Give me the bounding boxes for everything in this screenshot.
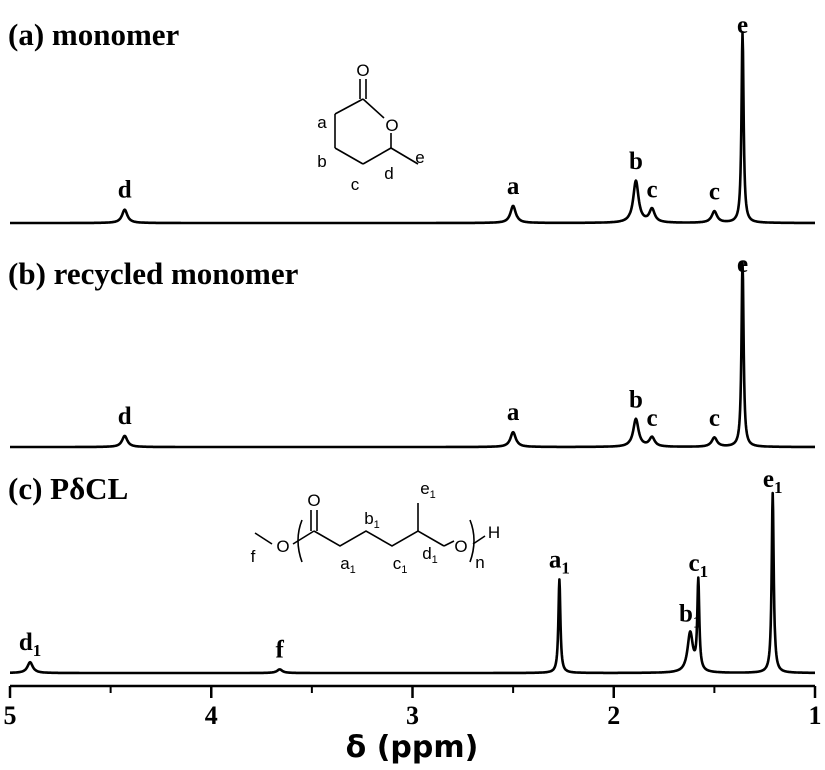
- methyl-bond: [390, 147, 419, 165]
- backbone-chain: [313, 530, 445, 547]
- monomer-label-a: a: [317, 113, 327, 132]
- polymer-label-b: b1: [364, 509, 380, 531]
- peak-label-1-5: e: [737, 251, 748, 278]
- peak-label-0-5: e: [737, 12, 748, 39]
- spectrum-0: [9, 31, 816, 225]
- polymer-structure: f O O O n H a1 b1 c1 d1 e1: [251, 479, 501, 576]
- monomer-label-e: e: [415, 148, 424, 167]
- x-tick-label-2: 3: [406, 701, 419, 730]
- polymer-label-a: a1: [340, 554, 356, 576]
- polymer-ether-o: O: [454, 537, 467, 556]
- polymer-label-d: d1: [422, 544, 438, 566]
- monomer-label-c: c: [351, 175, 360, 194]
- monomer-ring-o: O: [385, 116, 398, 135]
- monomer-label-d: d: [384, 164, 393, 183]
- peak-label-0-2: b: [629, 148, 643, 175]
- spectra-layer: [9, 31, 816, 675]
- peak-label-2-4: c1: [688, 550, 708, 581]
- peak-label-1-2: b: [629, 386, 643, 413]
- peak-label-0-0: d: [118, 177, 132, 204]
- peak-label-1-1: a: [507, 399, 520, 426]
- ring-bond: [334, 147, 364, 165]
- x-tick-label-3: 2: [607, 701, 620, 730]
- peak-label-1-3: c: [646, 405, 657, 432]
- x-tick-label-4: 1: [809, 701, 822, 730]
- spectrum-2: [9, 491, 816, 675]
- ring-bond: [362, 147, 392, 165]
- peak-label-0-4: c: [709, 179, 720, 206]
- terminal-bond: [472, 535, 486, 545]
- peak-label-2-3: b1: [679, 600, 701, 631]
- monomer-structure: O O a b c d e: [317, 61, 424, 194]
- monomer-label-b: b: [317, 152, 326, 171]
- peak-label-2-5: e1: [763, 466, 783, 497]
- repeat-bracket-right: [469, 519, 475, 563]
- x-axis: 5 4 3 2 1: [4, 684, 822, 730]
- peak-label-1-4: c: [709, 405, 720, 432]
- peak-labels-layer: (a) monomer (b) recycled monomer (c) PδCL d…: [8, 12, 783, 663]
- peak-label-2-2: a1: [549, 546, 570, 577]
- polymer-label-c: c1: [393, 554, 408, 576]
- panel-title-1: (b) recycled monomer: [8, 256, 299, 291]
- peak-label-0-3: c: [646, 177, 657, 204]
- peak-label-2-1: f: [276, 636, 285, 663]
- polymer-label-e: e1: [420, 479, 436, 501]
- polymer-label-f: f: [251, 547, 256, 566]
- ring-bond: [362, 98, 385, 119]
- x-tick-label-1: 4: [205, 701, 218, 730]
- ring-bond: [334, 98, 364, 115]
- x-tick-label-0: 5: [4, 701, 17, 730]
- x-axis-title: δ (ppm): [346, 730, 479, 765]
- polymer-carbonyl-o: O: [307, 491, 320, 510]
- panel-title-2: (c) PδCL: [8, 471, 128, 506]
- ether-bond: [443, 540, 455, 547]
- ester-bond: [292, 530, 315, 545]
- polymer-ester-o: O: [276, 537, 289, 556]
- repeat-n: n: [475, 553, 484, 572]
- peak-label-0-1: a: [507, 173, 520, 200]
- polymer-h: H: [488, 523, 500, 542]
- panel-title-0: (a) monomer: [8, 17, 180, 52]
- monomer-carbonyl-o: O: [356, 61, 369, 80]
- peak-label-2-0: d1: [19, 629, 41, 660]
- spectrum-1: [9, 260, 816, 449]
- end-bond: [254, 532, 273, 545]
- peak-label-1-0: d: [118, 403, 132, 430]
